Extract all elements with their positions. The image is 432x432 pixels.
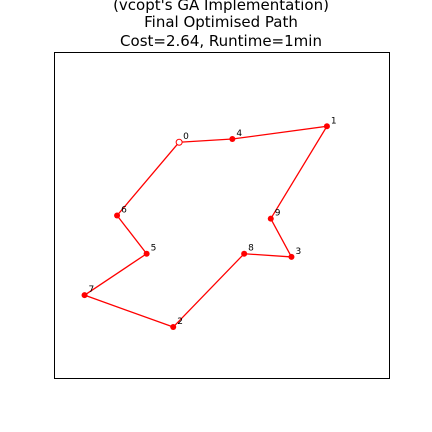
chart-title-line-1: (vcopt's GA Implementation) bbox=[113, 0, 329, 14]
route-node-label-3: 3 bbox=[295, 247, 301, 257]
route-node-5 bbox=[143, 250, 150, 257]
route-node-6 bbox=[114, 212, 121, 219]
route-segment-3-8 bbox=[244, 253, 292, 258]
route-node-label-2: 2 bbox=[177, 317, 183, 327]
route-node-label-8: 8 bbox=[248, 244, 254, 254]
route-node-label-1: 1 bbox=[331, 116, 337, 126]
route-node-0 bbox=[175, 138, 183, 146]
chart-title-line-3: Cost=2.64, Runtime=1min bbox=[120, 32, 322, 50]
route-segment-5-6 bbox=[116, 215, 148, 255]
chart-title: (vcopt's GA Implementation) Final Optimi… bbox=[113, 0, 329, 50]
route-node-3 bbox=[288, 253, 295, 260]
route-node-label-0: 0 bbox=[183, 132, 189, 142]
route-node-8 bbox=[241, 250, 248, 257]
route-segment-4-1 bbox=[232, 125, 328, 140]
route-node-1 bbox=[323, 123, 330, 130]
plot-area bbox=[54, 52, 390, 379]
route-segment-0-4 bbox=[179, 138, 233, 143]
route-segment-2-7 bbox=[84, 294, 174, 328]
route-node-label-4: 4 bbox=[236, 129, 242, 139]
route-node-2 bbox=[170, 324, 177, 331]
chart-title-line-2: Final Optimised Path bbox=[144, 13, 298, 31]
route-node-4 bbox=[229, 136, 236, 143]
route-segment-9-3 bbox=[270, 218, 293, 258]
route-path-layer bbox=[84, 125, 328, 328]
route-segment-1-9 bbox=[270, 125, 328, 220]
route-segment-6-0 bbox=[116, 141, 180, 216]
route-node-label-6: 6 bbox=[121, 206, 127, 216]
route-segment-8-2 bbox=[172, 253, 245, 328]
route-segment-7-5 bbox=[84, 253, 147, 296]
route-node-7 bbox=[81, 292, 88, 299]
route-label-layer: 0 1 2 3 4 5 6 7 8 9 bbox=[89, 116, 337, 327]
route-node-9 bbox=[267, 215, 274, 222]
route-node-label-9: 9 bbox=[275, 209, 281, 219]
route-node-label-7: 7 bbox=[89, 285, 95, 295]
route-node-layer bbox=[81, 123, 330, 331]
route-node-label-5: 5 bbox=[151, 244, 157, 254]
